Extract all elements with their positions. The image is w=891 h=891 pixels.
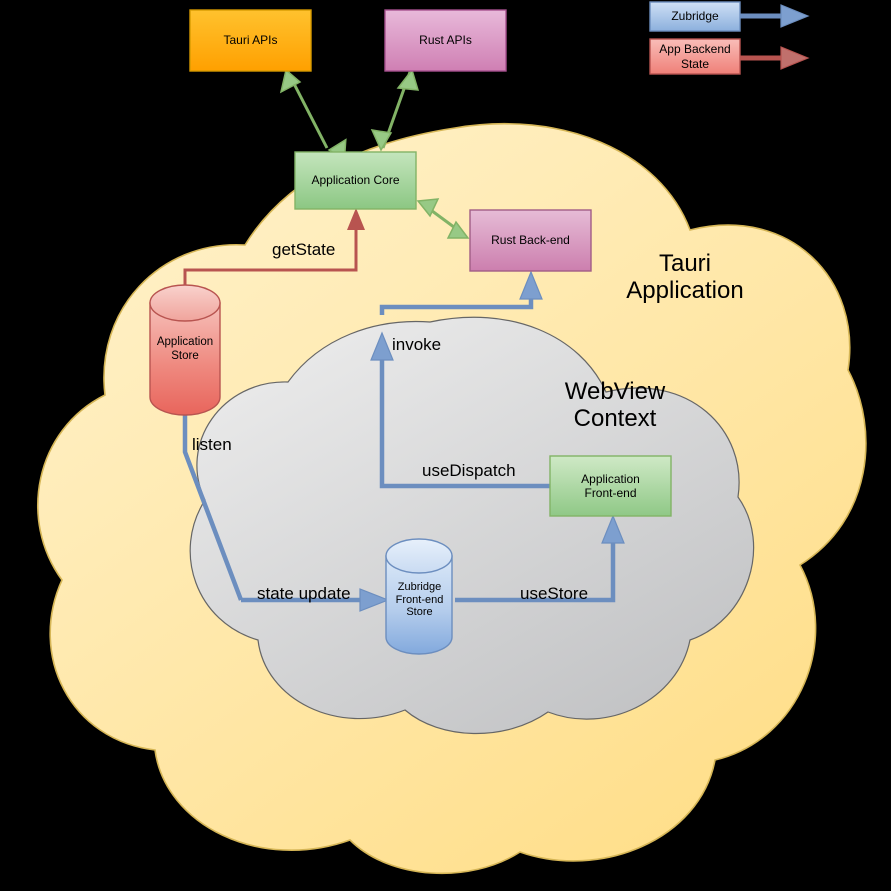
webview-context-cloud <box>189 316 755 735</box>
edge-core-tauri-apis <box>279 68 347 161</box>
node-zubridge-store-shape <box>385 538 453 655</box>
edge-label-use-dispatch: useDispatch <box>422 461 516 480</box>
edge-core-rust-backend <box>416 198 470 239</box>
webview-context-cloud-label: WebView Context <box>564 378 666 433</box>
node-application-frontend-rect <box>549 455 672 517</box>
edge-core-rust-apis <box>370 68 420 152</box>
edge-label-get-state: getState <box>272 240 336 259</box>
edge-label-invoke: invoke <box>392 335 442 354</box>
legend-group <box>649 1 810 75</box>
node-application-store-shape <box>149 284 221 416</box>
legend-backend-swatch <box>649 38 741 75</box>
edge-get-state <box>183 208 365 294</box>
node-rust-backend-rect <box>469 209 592 272</box>
node-tauri-apis-rect <box>189 9 312 72</box>
edge-state-update <box>241 588 390 612</box>
edge-label-state-update: state update <box>257 584 351 603</box>
edge-use-store <box>455 514 625 603</box>
legend-zubridge-swatch <box>649 1 741 32</box>
edge-label-use-store: useStore <box>520 584 589 603</box>
tauri-application-cloud-label: Tauri Application <box>626 250 744 305</box>
edge-listen <box>182 406 244 601</box>
edge-label-listen: listen <box>192 435 232 454</box>
node-application-core-rect <box>294 151 417 210</box>
node-rust-apis-rect <box>384 9 507 72</box>
edge-invoke <box>370 270 550 489</box>
